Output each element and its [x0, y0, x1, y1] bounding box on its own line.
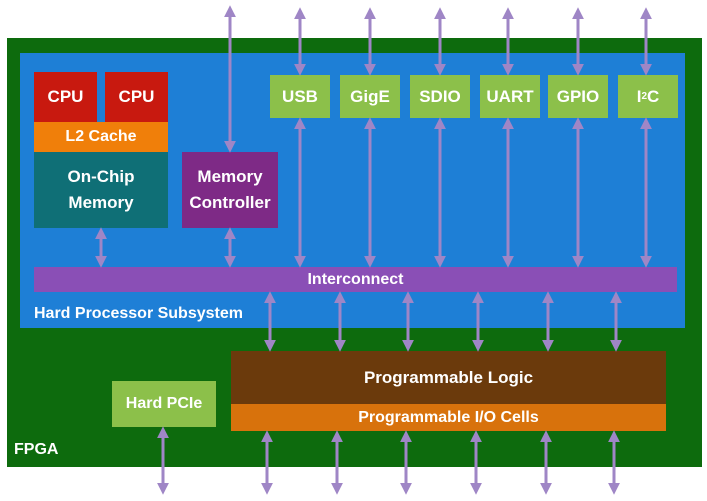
on-chip-memory-line1: On-Chip	[67, 167, 135, 186]
gige-block: GigE	[340, 75, 400, 118]
on-chip-memory-line2: Memory	[68, 193, 134, 212]
gpio-block: GPIO	[548, 75, 608, 118]
memory-controller-line1: Memory	[197, 167, 263, 186]
hard-pcie-block: Hard PCIe	[112, 381, 216, 427]
hps-label: Hard Processor Subsystem	[34, 305, 243, 322]
i2c-label-base: I	[636, 86, 642, 106]
usb-block: USB	[270, 75, 330, 118]
on-chip-memory-block: On-Chip Memory	[34, 152, 168, 228]
fpga-label: FPGA	[14, 441, 59, 458]
memory-controller-block: Memory Controller	[182, 152, 278, 228]
programmable-logic-block: Programmable Logic	[231, 351, 666, 404]
cpu-block-1: CPU	[34, 72, 97, 122]
cpu-block-2: CPU	[105, 72, 168, 122]
i2c-label-superscript: 2	[641, 91, 647, 102]
l2-cache-block: L2 Cache	[34, 122, 168, 152]
uart-block: UART	[480, 75, 540, 118]
programmable-io-cells-block: Programmable I/O Cells	[231, 404, 666, 431]
sdio-block: SDIO	[410, 75, 470, 118]
interconnect-bar: Interconnect	[34, 267, 677, 292]
memory-controller-line2: Controller	[189, 193, 271, 212]
i2c-label-tail: C	[647, 86, 660, 106]
